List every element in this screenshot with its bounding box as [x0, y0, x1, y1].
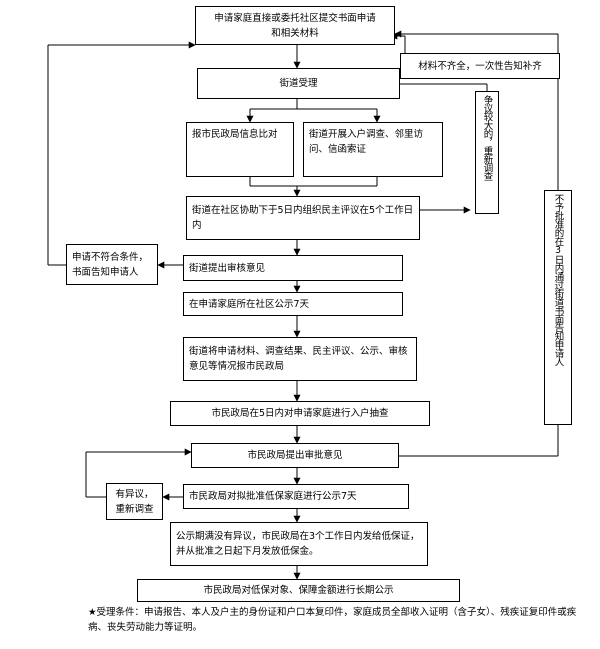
- box-street-review-opinion: 街道提出审核意见: [183, 255, 403, 281]
- box-street-accept: 街道受理: [197, 68, 400, 99]
- box-spot-check: 市民政局在5日内对申请家庭进行入户抽查: [170, 401, 430, 426]
- box-publicize-community: 在申请家庭所在社区公示7天: [183, 292, 403, 316]
- box-objection-reinvestigate: 有异议，重新调查: [106, 483, 163, 520]
- box-long-term-publicize: 市民政局对低保对象、保障金额进行长期公示: [137, 579, 460, 602]
- box-dispute-reinvestigate: 争议较大的，重新调查: [475, 91, 499, 214]
- dispute-text: 争议较大的，重新调查: [481, 95, 493, 180]
- box-street-investigate: 街道开展入户调查、邻里访问、信函索证: [303, 122, 443, 177]
- box-report-materials: 街道将申请材料、调查结果、民主评议、公示、审核意见等情况报市民政局: [183, 337, 417, 381]
- box-not-approved: 不予批准的在3日内通过街道书面告知申请人: [544, 190, 572, 425]
- box-democratic-evaluation: 街道在社区协助下于5日内组织民主评议在5个工作日内: [186, 196, 420, 240]
- acceptance-conditions-note: ★受理条件：申请报告、本人及户主的身份证和户口本复印件，家庭成员全部收入证明（含…: [88, 607, 577, 633]
- box-approval-opinion: 市民政局提出审批意见: [191, 443, 399, 468]
- box-publicize-approved: 市民政局对拟批准低保家庭进行公示7天: [183, 484, 409, 509]
- not-approved-text: 不予批准的在3日内通过街道书面告知申请人: [552, 194, 564, 366]
- box-not-qualified: 申请不符合条件，书面告知申请人: [66, 244, 158, 285]
- box-incomplete-materials: 材料不齐全，一次性告知补齐: [400, 53, 560, 79]
- box-report-bureau: 报市民政局信息比对: [186, 122, 294, 177]
- box-apply: 申请家庭直接或委托社区提交书面申请和相关材料: [195, 6, 395, 45]
- box-issue-certificate: 公示期满没有异议，市民政局在3个工作日内发给低保证，并从批准之日起下月发放低保金…: [170, 522, 428, 566]
